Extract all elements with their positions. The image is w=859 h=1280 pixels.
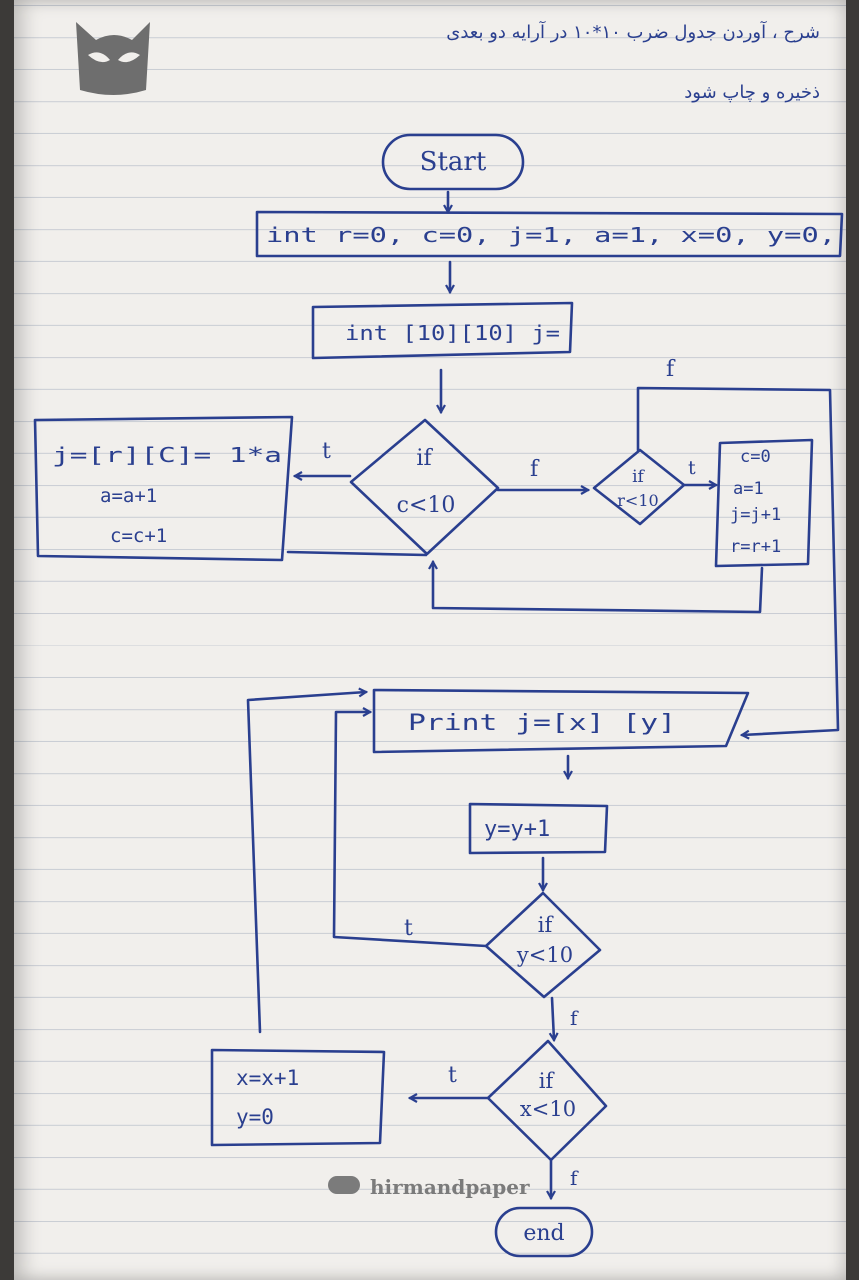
arrow-cond-y-true [332, 712, 488, 948]
cond-r-diamond [592, 448, 686, 526]
arrow-cond-r-false [636, 386, 840, 735]
reset-line-4: r=r+1 [730, 537, 781, 557]
cond-y-false-label: f [570, 1006, 579, 1030]
cond-c-if: if [416, 446, 433, 471]
cond-r-true-label: t [688, 457, 696, 479]
start-label: Start [420, 147, 487, 177]
note-line-1: شرح ، آوردن جدول ضرب ۱۰*۱۰ در آرایه دو ب… [446, 20, 820, 43]
cond-c-test: c<10 [397, 493, 456, 518]
cond-x-if: if [539, 1069, 556, 1093]
reset-line-3: j=j+1 [730, 505, 781, 525]
init-text: int r=0, c=0, j=1, a=1, x=0, y=0, [266, 223, 836, 247]
arrow-cond-y-false [552, 996, 554, 1040]
init-box [255, 210, 844, 258]
cond-y-if: if [538, 913, 555, 937]
arrow-reset-loop [433, 562, 764, 614]
incr-y-text: y=y+1 [484, 817, 550, 842]
cond-r-false-label: f [666, 357, 676, 382]
mask-logo [76, 22, 150, 95]
reset-box [714, 438, 814, 568]
incr-x-line-1: x=x+1 [236, 1066, 299, 1090]
incr-x-box [210, 1048, 386, 1147]
cond-y-diamond [484, 891, 602, 999]
assign-line-1: j=[r][C]= 1*a [52, 443, 282, 467]
array-decl-text: int [10][10] j= [345, 321, 560, 345]
assign-line-3: c=c+1 [110, 525, 167, 547]
reset-line-2: a=1 [733, 479, 764, 499]
cond-x-false-label: f [570, 1166, 579, 1190]
watermark-text: hirmandpaper [370, 1175, 530, 1199]
cond-r-if: if [632, 467, 645, 487]
array-decl-box [311, 301, 574, 360]
cond-c-true-label: t [322, 439, 331, 464]
start-terminal [381, 133, 525, 191]
cond-x-true-label: t [448, 1063, 457, 1088]
cond-y-true-label: t [404, 916, 413, 941]
arrow-incr-x-loop [246, 692, 366, 1034]
arrow-assign-return [286, 550, 428, 557]
watermark: hirmandpaper [328, 1175, 530, 1199]
cond-y-test: y<10 [516, 943, 573, 967]
assign-box [33, 415, 294, 562]
end-label: end [523, 1221, 564, 1246]
reset-line-1: c=0 [740, 447, 771, 467]
incr-y-box [468, 802, 609, 855]
cond-c-false-label: f [530, 457, 540, 482]
incr-x-line-2: y=0 [236, 1105, 274, 1129]
print-box [372, 688, 750, 754]
cond-c-diamond [349, 418, 500, 556]
print-text: Print j=[x] [y] [408, 711, 676, 736]
note-line-2: ذخیره و چاپ شود [684, 82, 820, 103]
end-terminal [494, 1206, 594, 1258]
cond-x-test: x<10 [520, 1097, 576, 1121]
cond-r-test: r<10 [617, 491, 658, 510]
assign-line-2: a=a+1 [100, 485, 157, 507]
